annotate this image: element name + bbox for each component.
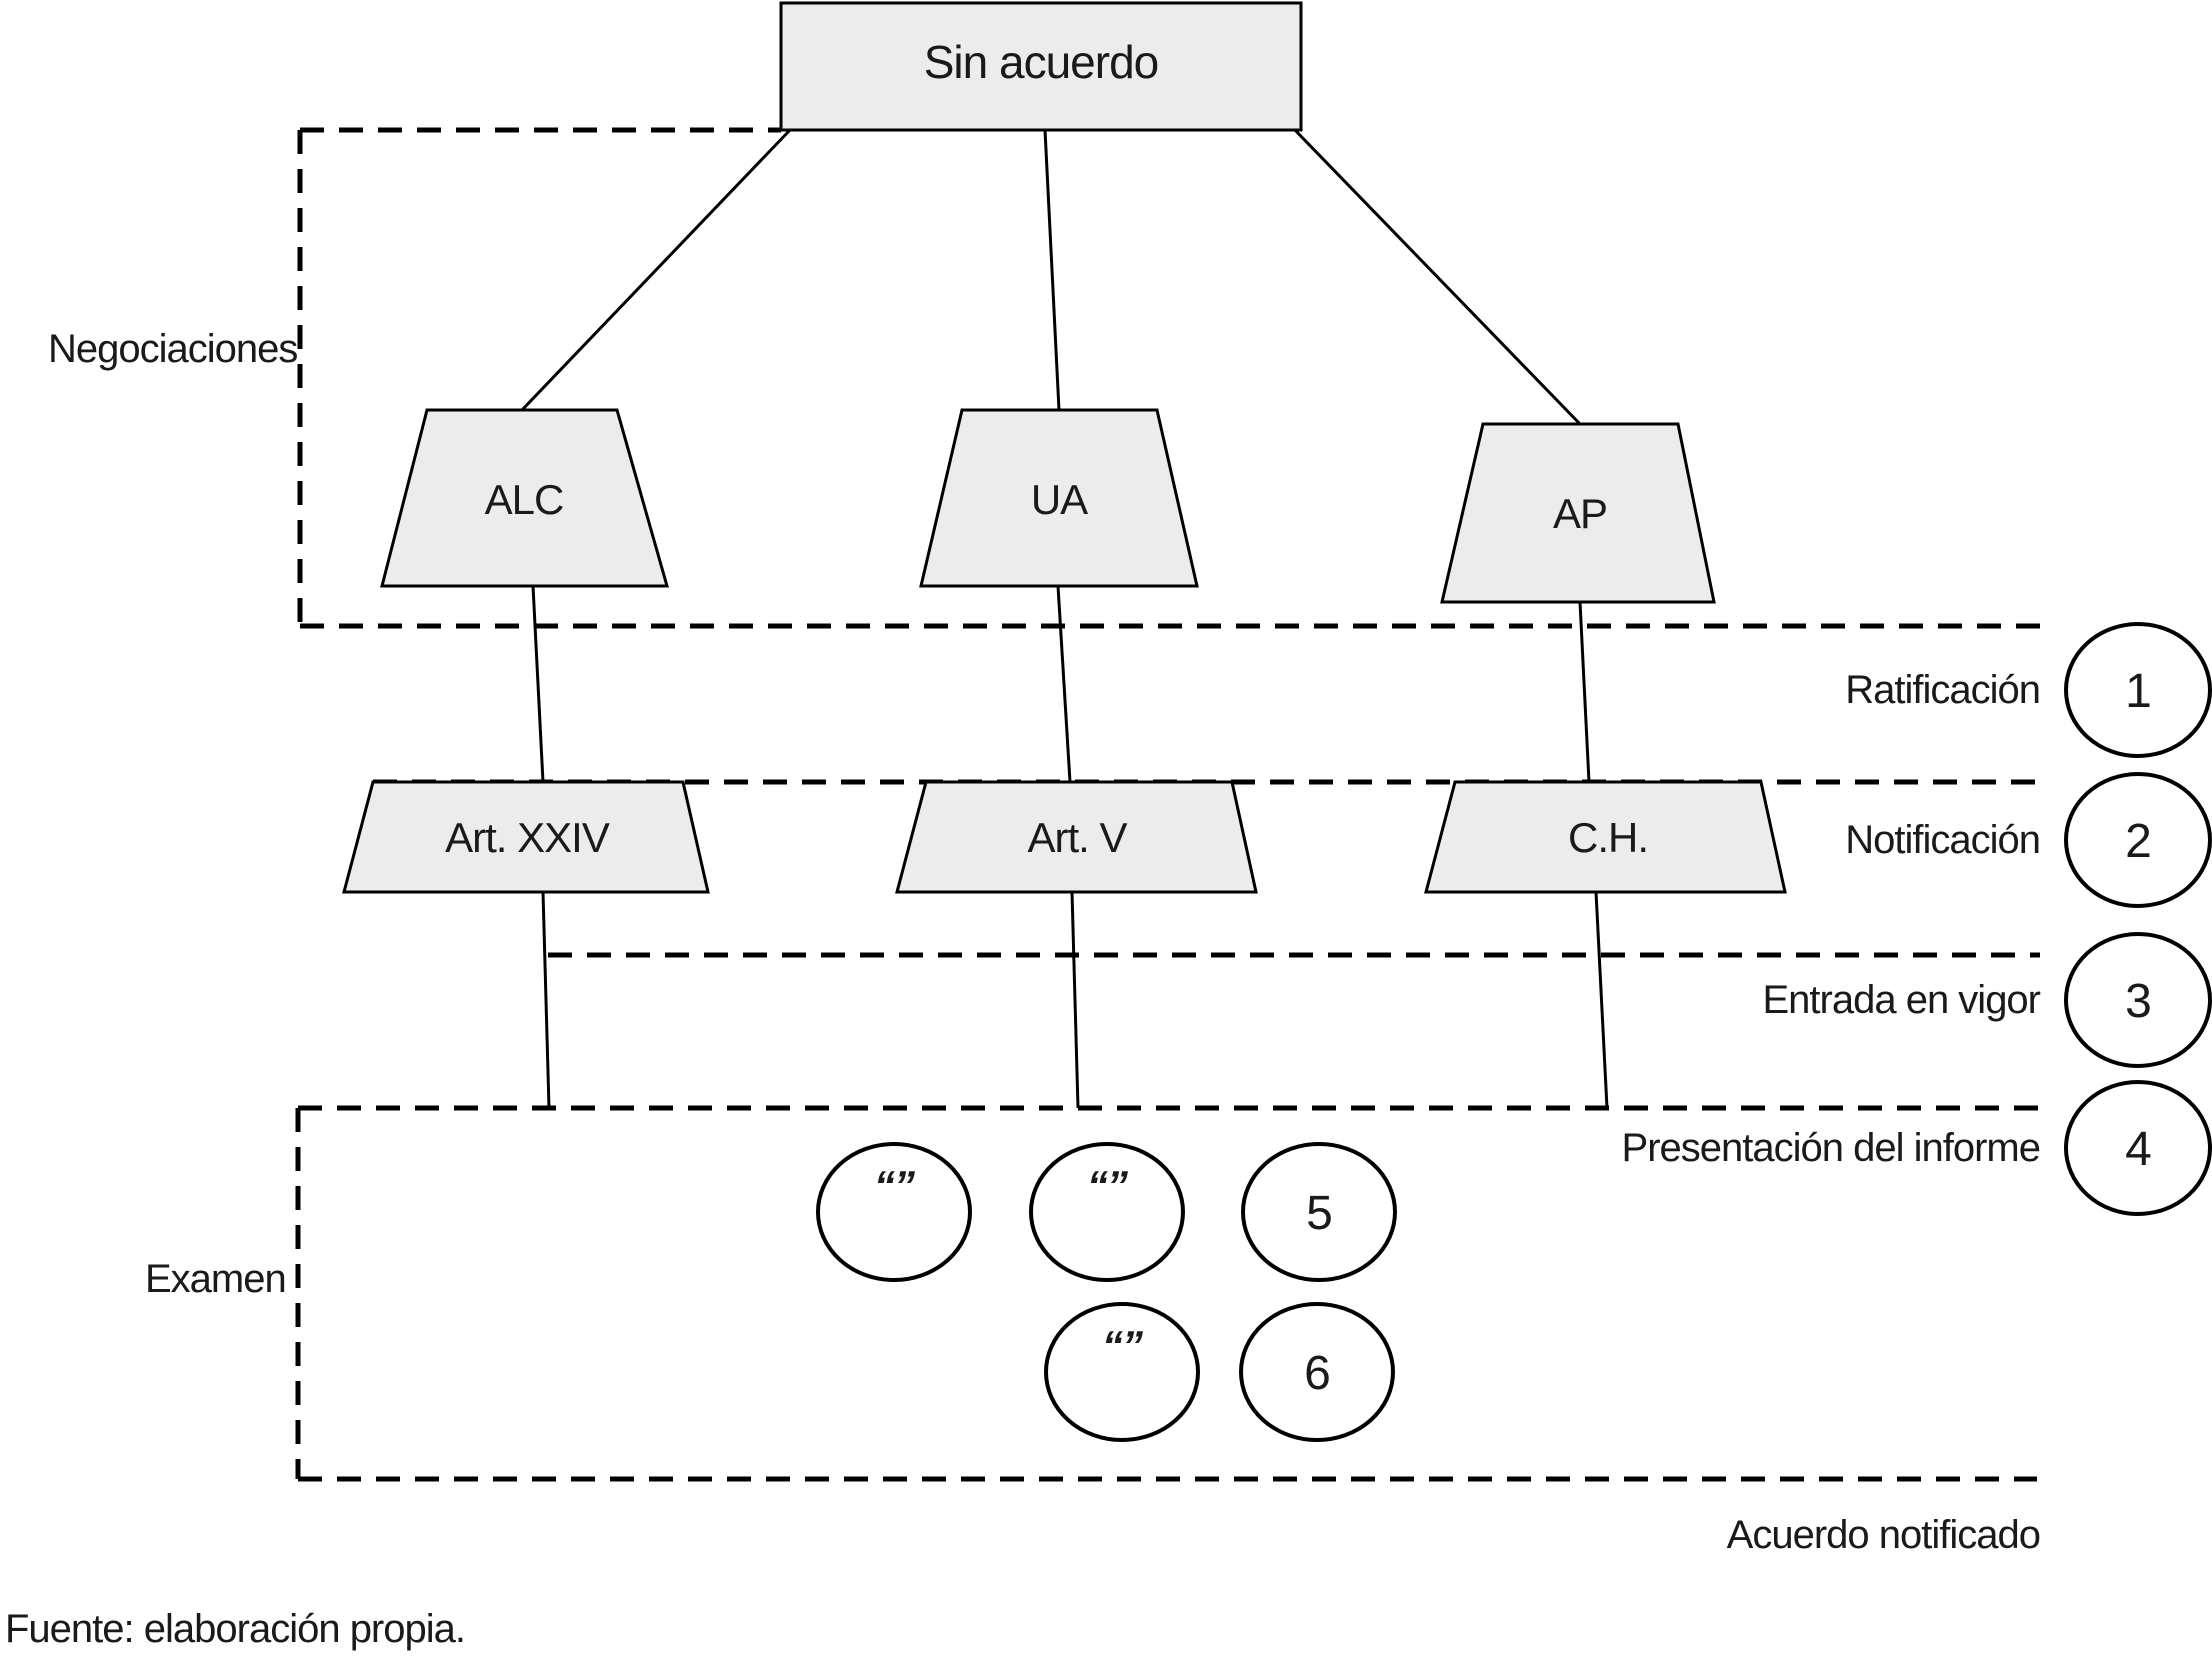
no-agreement-label: Sin acuerdo [924, 36, 1159, 88]
ch-trapezoid [1424, 780, 1787, 894]
stage-circle-2 [2064, 772, 2212, 908]
ap-trapezoid [1440, 422, 1716, 604]
exam-region-label: Examen [145, 1257, 286, 1301]
connector-ap-ch [1578, 601, 1591, 783]
ua-label: UA [1031, 476, 1088, 523]
connector-sinacuerdo-ua [1043, 129, 1061, 411]
entry-into-force-label: Entrada en vigor [1762, 978, 2040, 1022]
connector-sinacuerdo-alc [520, 128, 792, 412]
source-note: Fuente: elaboración propia. [5, 1607, 465, 1651]
connector-sinacuerdo-ap [1289, 124, 1582, 426]
art-xxiv-label: Art. XXIV [445, 814, 610, 861]
ua-trapezoid [919, 408, 1199, 588]
stage-circle-3 [2064, 932, 2212, 1068]
agreement-notified-label: Acuerdo notificado [1727, 1513, 2040, 1557]
connector-artxxiv-report-line [541, 891, 551, 1109]
art-v-label: Art. V [1027, 814, 1127, 861]
exam-circle-quote-3-label: “” [1102, 1322, 1143, 1369]
exam-circle-quote-1 [816, 1142, 972, 1282]
exam-circle-5-label: 5 [1306, 1187, 1332, 1240]
stage-circle-4-number: 4 [2125, 1123, 2151, 1176]
connector-artv-report-line [1070, 891, 1080, 1109]
stage-circle-1 [2064, 622, 2212, 758]
exam-circle-5 [1241, 1142, 1397, 1282]
negotiations-region-label: Negociaciones [48, 327, 297, 371]
ap-label: AP [1553, 490, 1607, 537]
no-agreement-box [779, 1, 1303, 132]
stage-circle-1-number: 1 [2125, 665, 2151, 718]
art-xxiv-trapezoid [342, 780, 710, 894]
connector-alc-artxxiv [531, 585, 545, 783]
connector-ua-artv [1056, 585, 1072, 783]
ratification-label: Ratificación [1845, 668, 2040, 712]
stage-circle-4 [2064, 1080, 2212, 1216]
art-v-trapezoid [895, 780, 1258, 894]
alc-label: ALC [485, 476, 564, 523]
exam-circle-6-label: 6 [1304, 1347, 1330, 1400]
report-presentation-label: Presentación del informe [1622, 1126, 2040, 1170]
stage-circle-3-number: 3 [2125, 975, 2151, 1028]
exam-circle-quote-3 [1044, 1302, 1200, 1442]
exam-circle-quote-2-label: “” [1087, 1162, 1128, 1209]
ch-label: C.H. [1568, 814, 1648, 861]
stage-circle-2-number: 2 [2125, 815, 2151, 868]
alc-trapezoid [380, 408, 669, 588]
connector-ch-report-line [1594, 891, 1609, 1109]
exam-circle-quote-1-label: “” [874, 1162, 915, 1209]
exam-circle-quote-2 [1029, 1142, 1185, 1282]
notification-label: Notificación [1845, 818, 2040, 862]
exam-circle-6 [1239, 1302, 1395, 1442]
